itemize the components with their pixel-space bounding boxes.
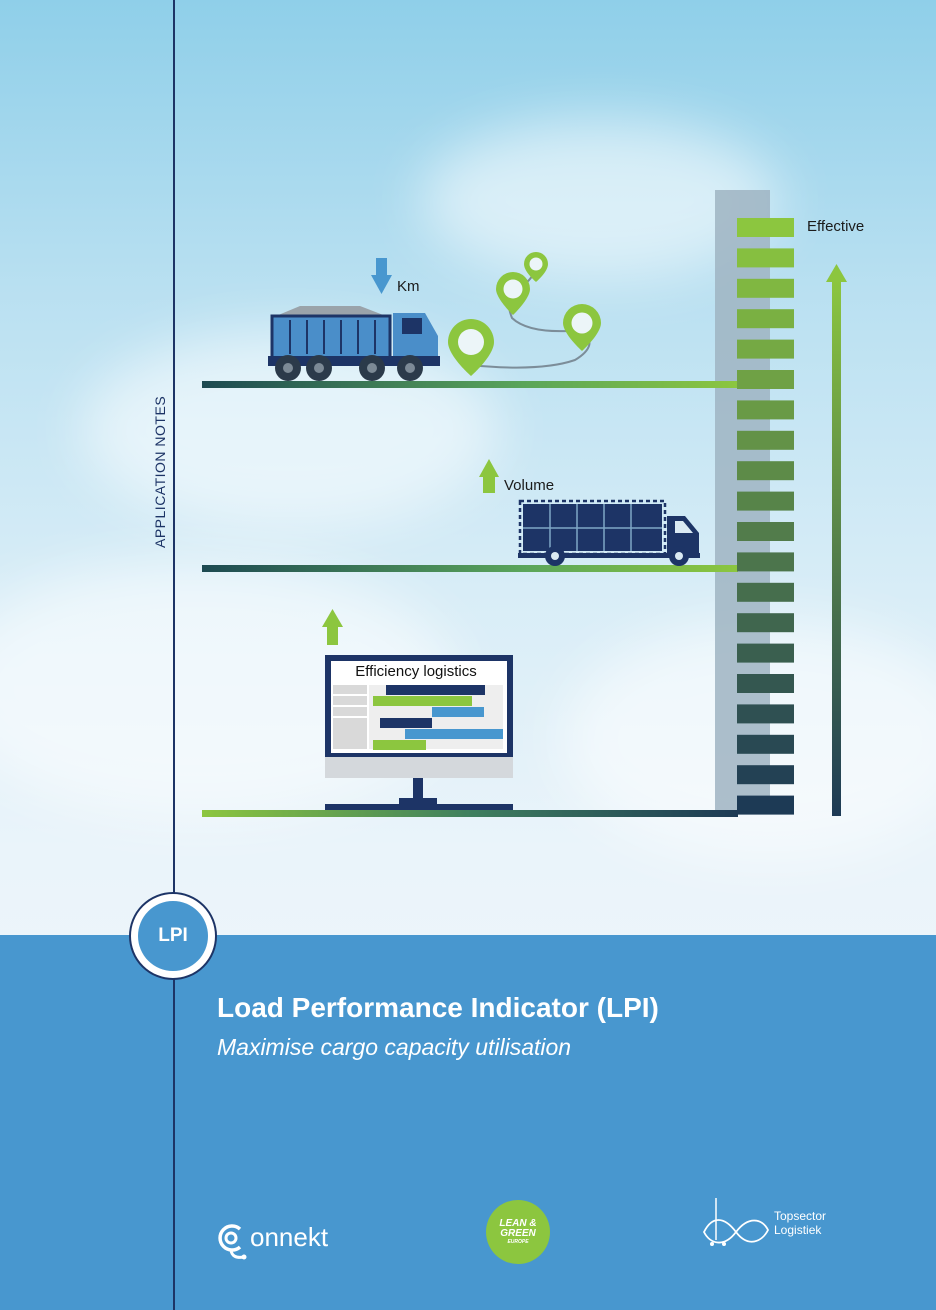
box-truck-icon — [518, 499, 700, 566]
ladder-block — [737, 734, 794, 754]
title-band — [0, 935, 936, 1310]
ladder-block — [737, 218, 794, 237]
effective-arrow-shaft — [832, 280, 841, 816]
volume-up-arrow-icon — [479, 459, 499, 493]
gantt-bar — [405, 729, 503, 739]
location-pin-icon — [563, 304, 601, 351]
side-label: APPLICATION NOTES — [152, 395, 168, 548]
ladder-block — [737, 552, 794, 572]
gantt-bar — [380, 718, 432, 728]
topsector-line: Topsector — [774, 1209, 827, 1223]
ladder-block — [737, 339, 794, 359]
location-pin-icon — [496, 272, 530, 315]
lpi-badge: LPI — [129, 892, 217, 980]
km-label: Km — [397, 278, 420, 295]
ladder-block — [737, 309, 794, 329]
shelf-bottom — [202, 810, 738, 817]
km-down-arrow-icon — [371, 258, 392, 294]
topsector-mark-icon — [702, 1198, 770, 1246]
ladder-block — [737, 765, 794, 785]
ladder-block — [737, 643, 794, 663]
ladder-block — [737, 248, 794, 268]
lean-green-logo: LEAN & GREEN EUROPE — [486, 1200, 550, 1264]
lpi-badge-text: LPI — [138, 901, 208, 971]
topsector-logo: Topsector Logistiek — [702, 1196, 826, 1250]
gantt-bar — [373, 740, 426, 750]
gantt-bar — [432, 707, 484, 717]
dump-truck-icon — [268, 306, 440, 381]
lean-green-line: LEAN & — [499, 1217, 537, 1229]
monitor-icon — [325, 655, 513, 810]
ladder-block — [737, 795, 794, 815]
ladder-block — [737, 674, 794, 693]
ladder-block — [737, 278, 794, 298]
connekt-mark-icon — [218, 1224, 247, 1260]
screen-title: Efficiency logistics — [355, 663, 477, 680]
ladder-block — [737, 461, 794, 481]
lean-green-line: GREEN — [500, 1227, 536, 1239]
ladder-block — [737, 522, 794, 541]
ladder-block — [737, 613, 794, 633]
ladder-block — [737, 704, 794, 724]
shelf-top — [202, 381, 738, 388]
page-title: Load Performance Indicator (LPI) — [217, 992, 659, 1023]
page-subtitle: Maximise cargo capacity utilisation — [217, 1034, 572, 1060]
illustration — [202, 190, 847, 817]
connekt-wordmark: onnekt — [250, 1221, 329, 1252]
gantt-bar — [386, 685, 485, 695]
ladder-block — [737, 430, 794, 450]
gantt-bar — [373, 696, 472, 706]
ladder-block — [737, 491, 794, 511]
topsector-line: Logistiek — [774, 1223, 822, 1237]
up-arrow-icon — [322, 609, 343, 645]
volume-label: Volume — [504, 477, 555, 494]
lean-green-line: EUROPE — [507, 1238, 529, 1245]
connekt-logo: onnekt — [216, 1213, 328, 1261]
ladder-block — [737, 582, 794, 602]
ladder-block — [737, 400, 794, 420]
location-pin-icon — [448, 319, 494, 376]
effective-label: Effective — [807, 218, 865, 235]
effective-arrow-head — [826, 264, 847, 282]
location-pin-icon — [524, 252, 548, 282]
vertical-rule — [173, 0, 175, 1310]
ladder-blocks — [737, 218, 794, 815]
ladder-block — [737, 370, 794, 389]
shelf-middle — [202, 565, 738, 572]
